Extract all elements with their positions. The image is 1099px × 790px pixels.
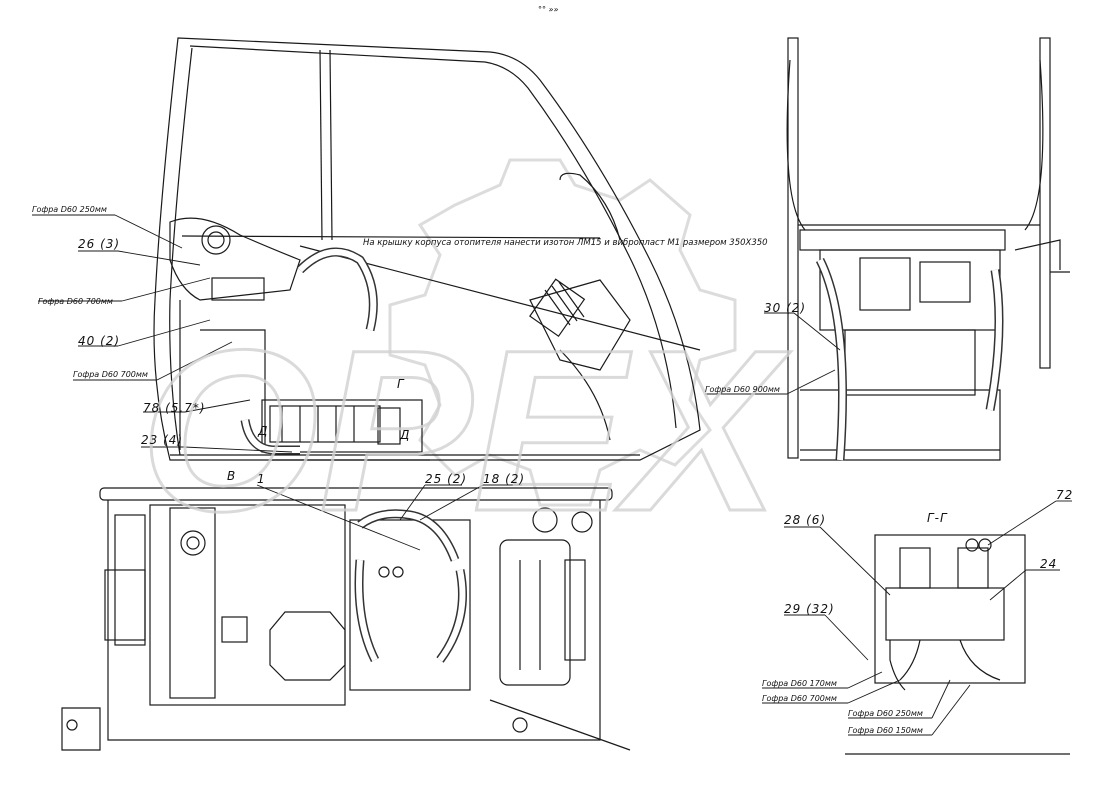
- hose-label-900: Гофра D60 900мм: [705, 385, 780, 394]
- callout-18: 18 (2): [483, 472, 526, 486]
- watermark-gear: [388, 158, 737, 507]
- callout-26: 26 (3): [78, 237, 121, 251]
- view-letter-g-top: Г: [397, 377, 405, 391]
- view-letter-v: В: [227, 469, 237, 483]
- callout-25: 25 (2): [425, 472, 468, 486]
- hose-label-700-b: Гофра D60 700мм: [73, 370, 148, 379]
- callout-1: 1: [257, 472, 266, 486]
- hose-label-700-a: Гофра D60 700мм: [38, 297, 113, 306]
- watermark-text: OPEX: [140, 302, 791, 559]
- cab-front-view: [786, 37, 1070, 461]
- header-mark: °° »»: [538, 5, 559, 14]
- callout-40: 40 (2): [78, 334, 121, 348]
- callout-30: 30 (2): [764, 301, 807, 315]
- leader-lines: [32, 214, 1072, 736]
- callout-28: 28 (6): [784, 513, 827, 527]
- section-g-g: [845, 534, 1070, 755]
- floor-plan-view: [61, 487, 631, 751]
- section-label-g-g: Г-Г: [927, 511, 948, 525]
- view-letter-d-left: Д: [258, 424, 269, 438]
- cab-side-view: [153, 37, 701, 461]
- hose-label-250-b: Гофра D60 250мм: [848, 709, 923, 718]
- hose-label-170: Гофра D60 170мм: [762, 679, 837, 688]
- heater-cover-note: На крышку корпуса отопителя нанести изот…: [363, 238, 768, 248]
- callout-29: 29 (32): [784, 602, 835, 616]
- view-letter-d-right: Д: [400, 428, 411, 442]
- callout-23: 23 (4): [141, 433, 184, 447]
- hose-label-700-c: Гофра D60 700мм: [762, 694, 837, 703]
- callout-24: 24: [1040, 557, 1058, 571]
- callout-78: 78 (5,7*): [143, 401, 206, 415]
- callout-72: 72: [1056, 488, 1074, 502]
- hose-label-150: Гофра D60 150мм: [848, 726, 923, 735]
- hose-label-250-top: Гофра D60 250мм: [32, 205, 107, 214]
